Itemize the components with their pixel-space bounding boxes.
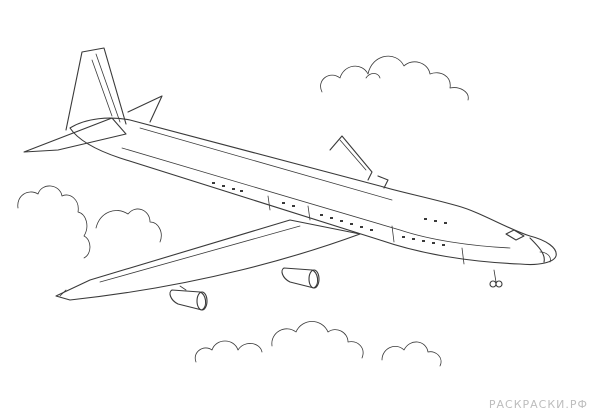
cloud-left — [17, 185, 162, 259]
watermark: РАСКРАСКИ.РФ — [488, 398, 588, 411]
horizontal-stabilizer — [23, 95, 163, 153]
far-wing — [329, 135, 389, 189]
window-row — [212, 182, 447, 246]
near-wing — [55, 219, 361, 301]
engine-outer — [169, 285, 208, 311]
cloud-bottom — [194, 321, 442, 367]
nose-landing-gear — [489, 269, 503, 288]
fuselage — [69, 117, 557, 266]
engine-inner — [281, 267, 320, 289]
cloud-top-right — [320, 55, 469, 101]
tail-fin — [65, 47, 127, 131]
